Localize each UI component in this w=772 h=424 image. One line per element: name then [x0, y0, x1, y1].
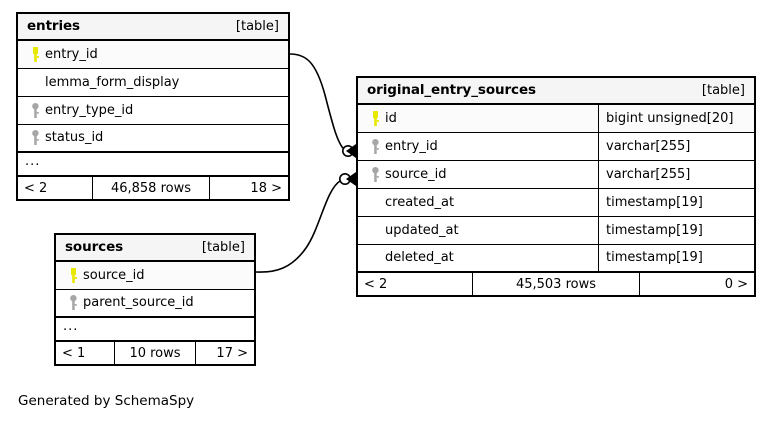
table-sources-header: sources [table]: [56, 235, 254, 262]
column-row-oes-created_at[interactable]: created_at timestamp[19]: [358, 189, 754, 217]
column-row-oes-entry_id[interactable]: entry_id varchar[255]: [358, 133, 754, 161]
column-type-cell: timestamp[19]: [598, 245, 754, 271]
column-name-cell: source_id: [56, 262, 254, 289]
prev-page-link[interactable]: < 2: [24, 180, 48, 196]
foreign-key-icon: [365, 138, 385, 154]
table-entries-footer: < 2 46,858 rows 18 >: [18, 177, 288, 199]
table-original-entry-sources-header: original_entry_sources [table]: [358, 78, 754, 105]
more-columns-indicator: ...: [56, 318, 254, 342]
column-label: entry_id: [45, 46, 98, 62]
column-name-cell: entry_type_id: [18, 97, 288, 124]
table-sources-footer: < 1 10 rows 17 >: [56, 342, 254, 364]
table-original-entry-sources-title: original_entry_sources: [367, 82, 536, 98]
column-name-cell: lemma_form_display: [18, 69, 288, 96]
next-page-link[interactable]: 0 >: [724, 276, 748, 292]
column-label: lemma_form_display: [45, 74, 180, 90]
table-original-entry-sources-footer: < 2 45,503 rows 0 >: [358, 273, 754, 295]
column-label: id: [385, 110, 397, 126]
column-name-cell: source_id: [358, 161, 598, 188]
column-name-cell: updated_at: [358, 217, 598, 244]
column-label: deleted_at: [385, 250, 454, 265]
column-row-sources-parent_source_id[interactable]: parent_source_id: [56, 290, 254, 318]
column-name-cell: deleted_at: [358, 245, 598, 271]
column-label: source_id: [83, 267, 145, 283]
relationship-entries-to-oes: [289, 53, 356, 158]
next-page-link[interactable]: 17 >: [216, 345, 248, 361]
column-name-cell: id: [358, 105, 598, 132]
column-row-oes-source_id[interactable]: source_id varchar[255]: [358, 161, 754, 189]
table-entries[interactable]: entries [table] entry_id lemma_form_disp…: [16, 12, 290, 201]
column-type-cell: bigint unsigned[20]: [598, 105, 754, 132]
row-count-label: 45,503 rows: [472, 273, 640, 295]
primary-key-icon: [25, 46, 45, 62]
column-label: entry_id: [385, 138, 438, 154]
column-name-cell: status_id: [18, 125, 288, 151]
table-entries-tag: [table]: [235, 18, 279, 34]
table-entries-title: entries: [27, 18, 80, 34]
prev-page-link[interactable]: < 1: [62, 345, 86, 361]
table-original-entry-sources-tag: [table]: [701, 82, 745, 98]
column-row-oes-deleted_at[interactable]: deleted_at timestamp[19]: [358, 245, 754, 273]
prev-page-link[interactable]: < 2: [364, 276, 388, 292]
column-type-cell: timestamp[19]: [598, 189, 754, 216]
column-row-entries-lemma_form_display[interactable]: lemma_form_display: [18, 69, 288, 97]
table-original-entry-sources[interactable]: original_entry_sources [table] id bigint…: [356, 76, 756, 297]
column-name-cell: entry_id: [18, 41, 288, 68]
next-page-link[interactable]: 18 >: [250, 180, 282, 196]
crowsfoot-many-arrow: [346, 144, 356, 158]
primary-key-icon: [63, 267, 83, 283]
column-row-entries-status_id[interactable]: status_id: [18, 125, 288, 153]
row-count-label: 10 rows: [114, 342, 196, 364]
column-row-oes-updated_at[interactable]: updated_at timestamp[19]: [358, 217, 754, 245]
table-sources-title: sources: [65, 239, 124, 255]
foreign-key-icon: [25, 102, 45, 118]
column-name-cell: created_at: [358, 189, 598, 216]
more-columns-indicator: ...: [18, 153, 288, 177]
table-entries-header: entries [table]: [18, 14, 288, 41]
primary-key-icon: [365, 110, 385, 126]
foreign-key-icon: [365, 166, 385, 182]
column-row-oes-id[interactable]: id bigint unsigned[20]: [358, 105, 754, 133]
foreign-key-icon: [25, 130, 45, 145]
column-label: source_id: [385, 166, 447, 182]
row-count-label: 46,858 rows: [92, 177, 210, 199]
column-label: status_id: [45, 130, 104, 145]
column-label: entry_type_id: [45, 102, 134, 118]
generated-by-caption: Generated by SchemaSpy: [18, 393, 195, 409]
column-row-entries-entry_type_id[interactable]: entry_type_id: [18, 97, 288, 125]
table-sources[interactable]: sources [table] source_id: [54, 233, 256, 366]
column-label: parent_source_id: [83, 295, 194, 310]
foreign-key-icon: [63, 295, 83, 310]
crowsfoot-many-arrow: [346, 172, 356, 186]
column-label: updated_at: [385, 222, 459, 238]
column-row-entries-entry_id[interactable]: entry_id: [18, 41, 288, 69]
column-name-cell: parent_source_id: [56, 290, 254, 316]
relationship-sources-to-oes: [255, 172, 356, 273]
column-name-cell: entry_id: [358, 133, 598, 160]
column-label: created_at: [385, 194, 455, 210]
column-type-cell: timestamp[19]: [598, 217, 754, 244]
column-row-sources-source_id[interactable]: source_id: [56, 262, 254, 290]
column-type-cell: varchar[255]: [598, 161, 754, 188]
table-sources-tag: [table]: [201, 239, 245, 255]
column-type-cell: varchar[255]: [598, 133, 754, 160]
